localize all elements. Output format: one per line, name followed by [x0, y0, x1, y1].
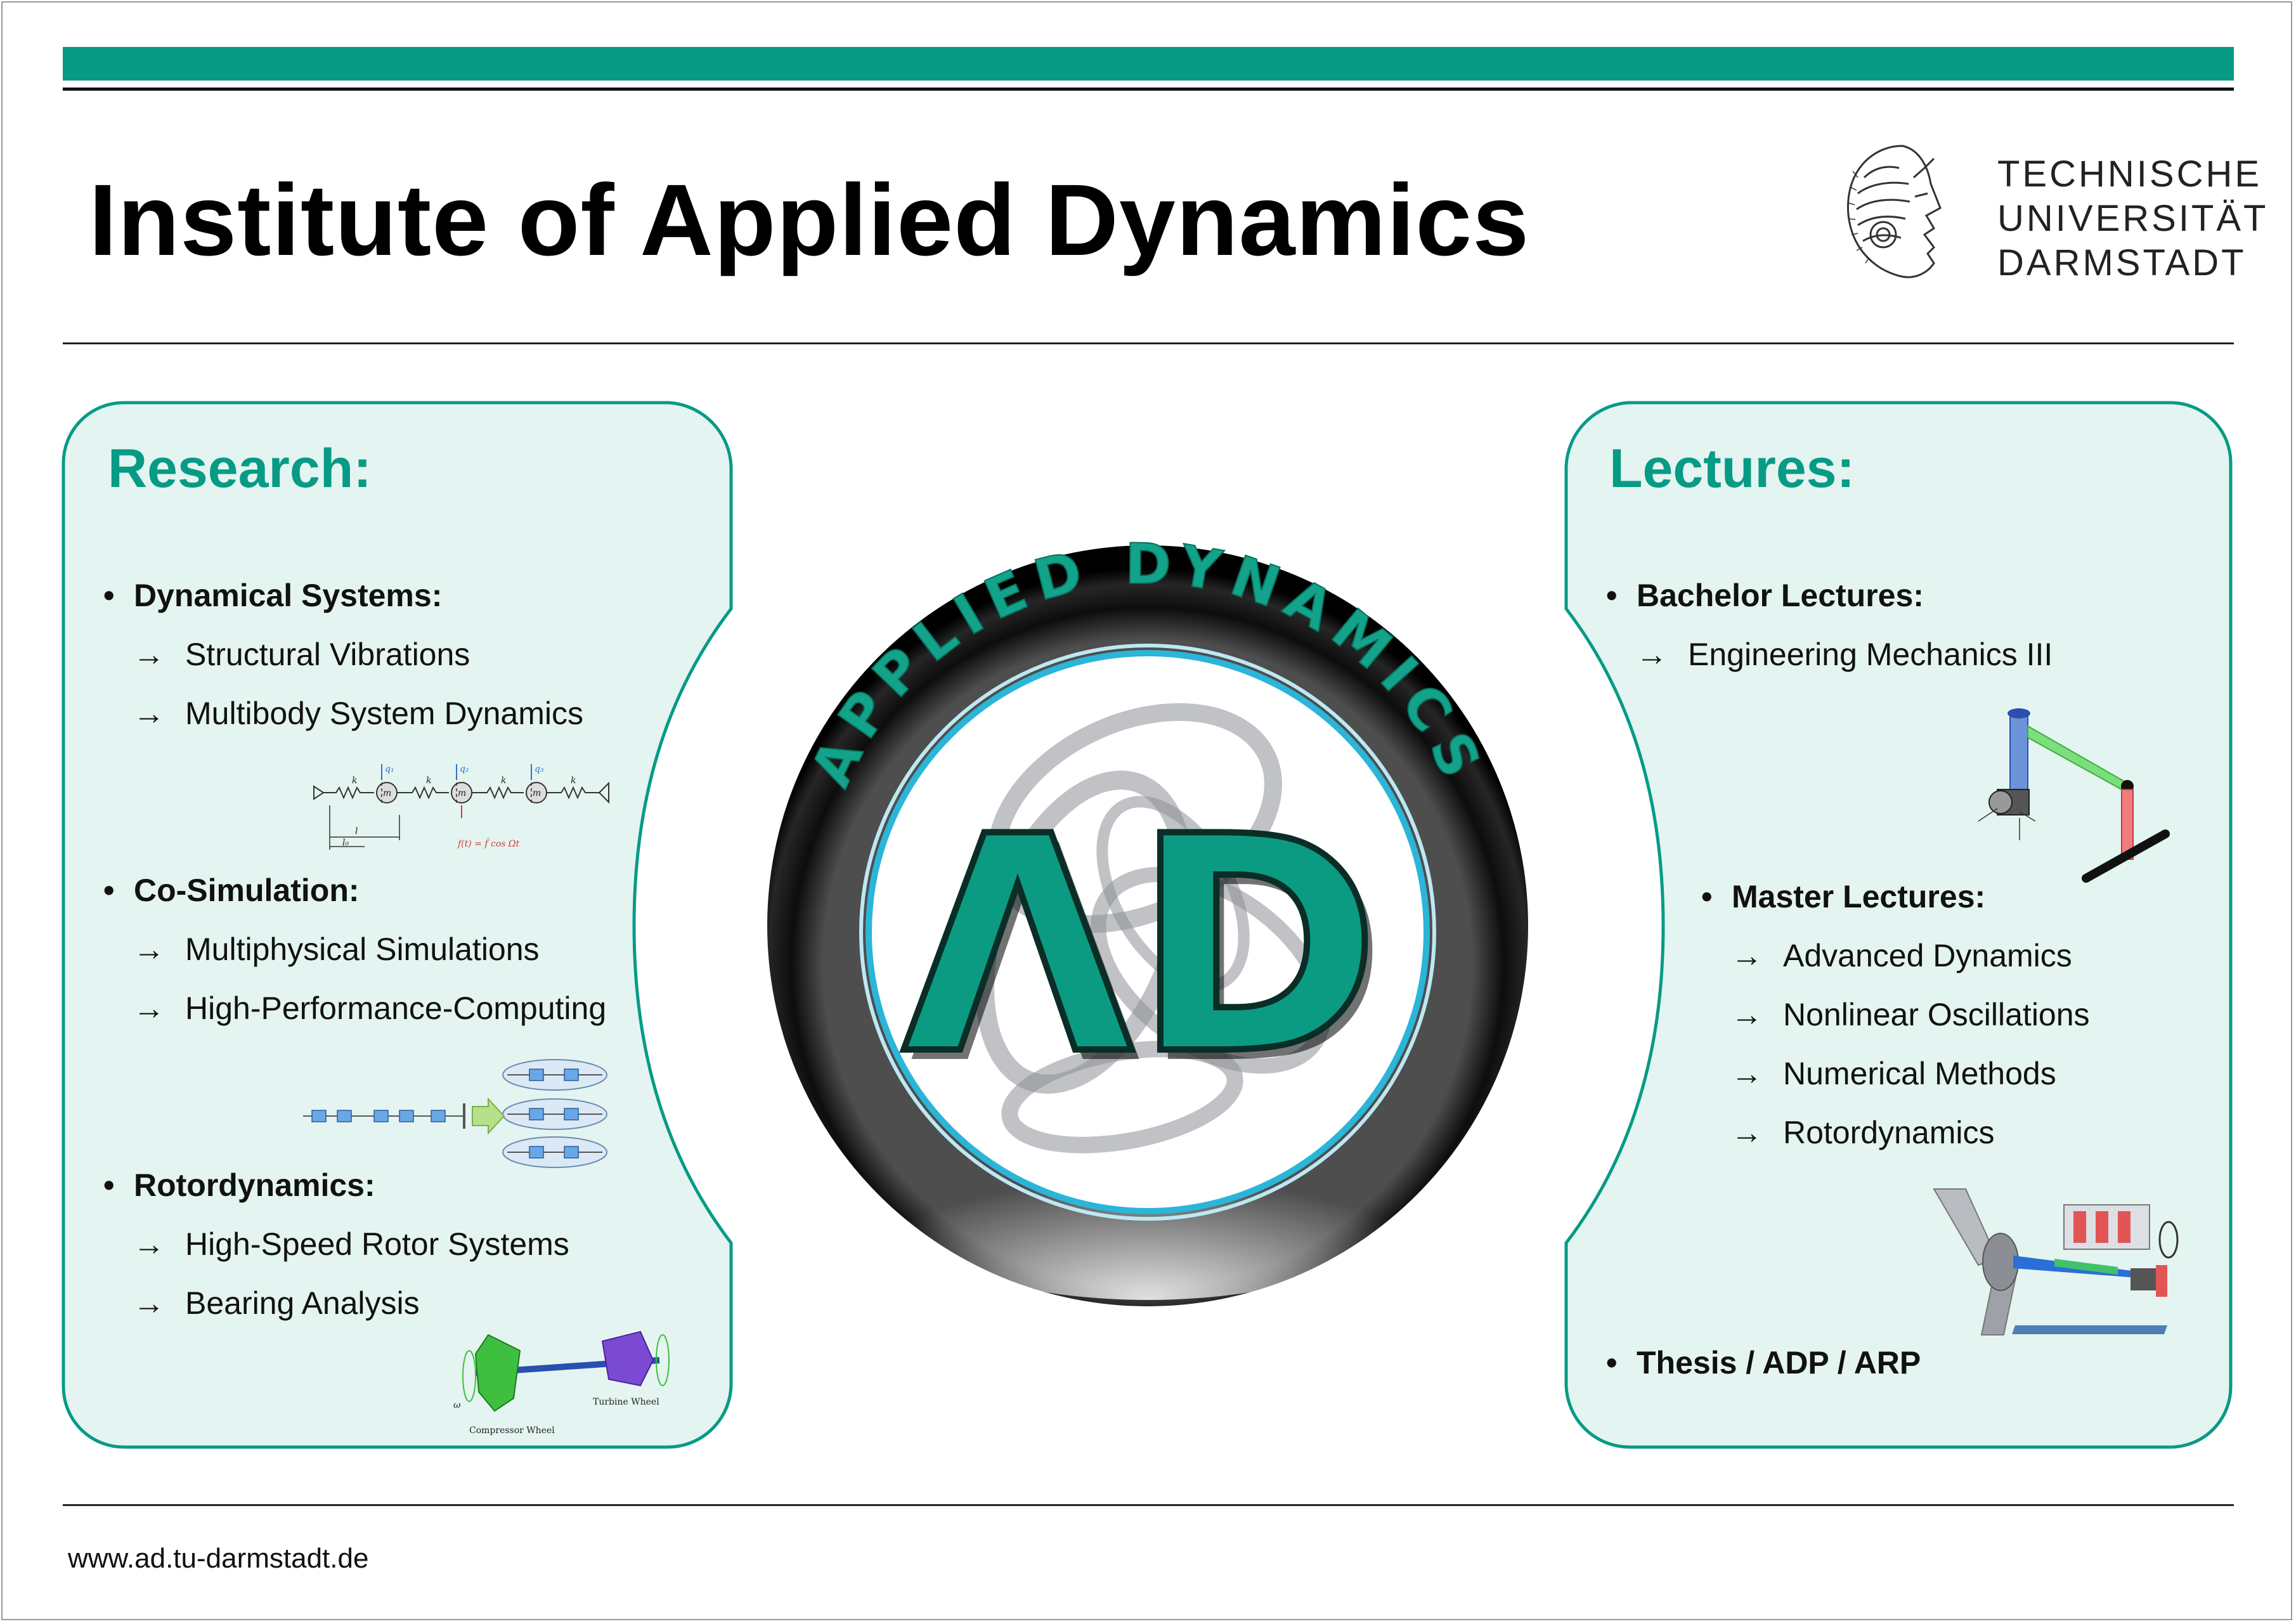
lectures-item-thesis: •Thesis / ADP / ARP — [1606, 1345, 1921, 1380]
q1-label: q₁ — [385, 764, 394, 774]
university-line-1: TECHNISCHE — [1997, 153, 2262, 195]
research-item-dynamical-systems: •Dynamical Systems: — [103, 578, 443, 613]
lectures-item-bachelor: •Bachelor Lectures: — [1606, 578, 1924, 613]
footer-divider — [63, 1504, 2234, 1506]
arrow-right-icon — [472, 1097, 505, 1135]
wind-turbine-figure — [1933, 1188, 2179, 1335]
length-label: l — [355, 826, 358, 836]
mass-label-2: m — [458, 788, 466, 798]
q3-label: q₃ — [535, 764, 544, 774]
emblem-monogram: ΛD — [902, 773, 1380, 1120]
lectures-panel — [1564, 401, 2233, 1449]
emblem-monogram-shadow: ΛD — [910, 783, 1388, 1129]
oscillator-chain-figure: m m m k k k k q₁ q₂ q₃ l l₀ f(t) = f̂ co… — [313, 764, 609, 850]
lectures-sub-nonlinear-oscillations: →Nonlinear Oscillations — [1731, 997, 2090, 1032]
research-sub-high-speed-rotor: →High-Speed Rotor Systems — [133, 1226, 569, 1262]
athena-head-logo-icon — [1846, 145, 1942, 278]
turbine-wheel-label: Turbine Wheel — [593, 1397, 659, 1407]
university-name: TECHNISCHE UNIVERSITÄT DARMSTADT — [1997, 152, 2269, 285]
lectures-sub-rotordynamics: →Rotordynamics — [1731, 1115, 1995, 1150]
university-line-2: UNIVERSITÄT — [1997, 198, 2269, 239]
header-divider — [63, 342, 2234, 344]
spring-label-1: k — [352, 776, 357, 786]
omega-label: ω — [453, 1400, 461, 1410]
page-title: Institute of Applied Dynamics — [89, 163, 1530, 276]
co-simulation-figure — [303, 1059, 607, 1168]
applied-dynamics-emblem: APPLIED DYNAMICS ΛD ΛD — [767, 531, 1528, 1306]
spring-label-2: k — [426, 776, 431, 786]
research-sub-hpc: →High-Performance-Computing — [133, 991, 607, 1026]
lectures-sub-advanced-dynamics: →Advanced Dynamics — [1731, 938, 2072, 973]
mechanism-figure — [1978, 708, 2170, 883]
spring-label-3: k — [501, 776, 506, 786]
research-sub-structural-vibrations: →Structural Vibrations — [133, 637, 470, 672]
q2-label: q₂ — [460, 764, 469, 774]
compressor-wheel-label: Compressor Wheel — [469, 1426, 555, 1436]
lectures-sub-engineering-mechanics: →Engineering Mechanics III — [1636, 637, 2053, 672]
rest-length-label: l₀ — [342, 838, 349, 848]
mass-label-3: m — [533, 788, 541, 798]
research-item-rotordynamics: •Rotordynamics: — [103, 1167, 375, 1203]
research-item-co-simulation: •Co-Simulation: — [103, 873, 360, 908]
university-line-3: DARMSTADT — [1997, 242, 2247, 283]
spring-label-4: k — [571, 776, 576, 786]
header-accent-bar — [63, 47, 2234, 81]
turbocharger-rotor-figure: Compressor Wheel Turbine Wheel ω — [453, 1330, 670, 1436]
footer-url[interactable]: www.ad.tu-darmstadt.de — [68, 1543, 369, 1574]
lectures-sub-numerical-methods: →Numerical Methods — [1731, 1056, 2056, 1091]
mass-label-1: m — [383, 788, 391, 798]
force-label: f(t) = f̂ cos Ωt — [457, 838, 520, 849]
lectures-title: Lectures: — [1609, 438, 1855, 499]
lectures-item-master: •Master Lectures: — [1701, 879, 1986, 914]
research-sub-multiphysical: →Multiphysical Simulations — [133, 932, 540, 967]
research-title: Research: — [108, 438, 372, 499]
header-rule — [63, 88, 2234, 91]
research-sub-bearing: →Bearing Analysis — [133, 1285, 420, 1321]
research-panel — [62, 401, 733, 1449]
research-sub-multibody: →Multibody System Dynamics — [133, 696, 583, 731]
